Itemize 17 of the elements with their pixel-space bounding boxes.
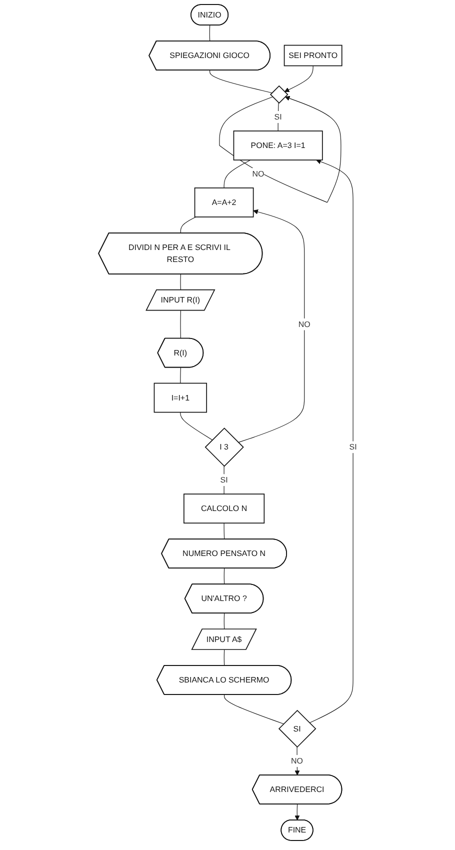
connector: [180, 274, 181, 290]
connector: [180, 310, 181, 339]
arrow: [294, 746, 300, 776]
arrow: [309, 159, 354, 724]
connector: [224, 694, 284, 724]
arrow: [238, 209, 304, 443]
arrow: [284, 65, 314, 92]
connector: [180, 216, 196, 234]
connector: [224, 160, 251, 188]
connector: [180, 412, 212, 440]
node-diamond: [270, 85, 288, 104]
arrow: [219, 96, 342, 203]
connector: [278, 102, 279, 132]
connector: [209, 25, 210, 42]
arrow: [294, 804, 300, 820]
connector: [209, 70, 272, 94]
connector: [180, 367, 181, 384]
